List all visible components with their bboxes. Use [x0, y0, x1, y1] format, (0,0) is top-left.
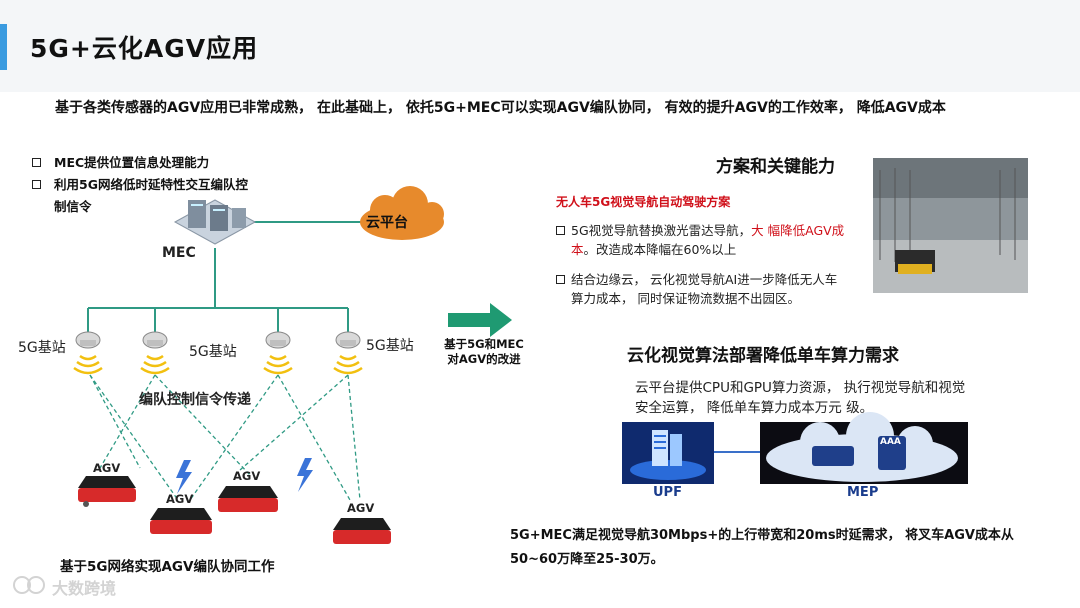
cloud-description: 云平台提供CPU和GPU算力资源， 执行视觉导航和视觉安全运算， 降低单车算力成…	[635, 380, 966, 416]
watermark-text: 大数跨境	[52, 579, 117, 598]
solution-bullet-2: 结合边缘云， 云化视觉导航AI进一步降低无人车算力成本， 同时保证物流数据不出园…	[556, 270, 846, 308]
solution-bullet-2-text: 结合边缘云， 云化视觉导航AI进一步降低无人车算力成本， 同时保证物流数据不出园…	[571, 272, 838, 306]
network-lines	[87, 221, 372, 332]
intro-text: 基于各类传感器的AGV应用已非常成熟， 在此基础上， 依托5G+MEC可以实现A…	[55, 100, 946, 116]
slide-title: 5G+云化AGV应用	[30, 34, 259, 63]
agv-vehicle-icons	[78, 476, 391, 544]
solution-heading: 方案和关键能力	[716, 157, 835, 177]
solution-bullet-1-text-b: 。改造成本降幅在60%以上	[583, 242, 737, 257]
title-bar	[0, 0, 1080, 92]
base-station-label-1: 5G基站	[18, 340, 66, 356]
upf-label: UPF	[653, 485, 682, 500]
left-bullet-text-2: 利用5G网络低时延特性交互编队控制信令	[54, 177, 248, 214]
checkbox-bullet-icon	[556, 275, 565, 284]
diagram-caption: 基于5G网络实现AGV编队协同工作	[60, 559, 275, 575]
left-bullet-list: MEC提供位置信息处理能力 利用5G网络低时延特性交互编队控制信令	[30, 152, 260, 218]
left-bullet-text-1: MEC提供位置信息处理能力	[54, 155, 210, 170]
left-bullet-1: MEC提供位置信息处理能力	[30, 152, 260, 174]
arrow-caption-line1: 基于5G和MEC	[444, 337, 524, 351]
solution-bullet-1-red: 大 幅降低AGV成本	[571, 223, 845, 257]
agv-label-3: AGV	[233, 469, 261, 483]
mec-label: MEC	[162, 245, 196, 261]
left-bullet-2: 利用5G网络低时延特性交互编队控制信令	[30, 174, 260, 218]
checkbox-bullet-icon	[556, 226, 565, 235]
solution-bullet-1: 5G视觉导航替换激光雷达导航，大 幅降低AGV成本。改造成本降幅在60%以上	[556, 221, 846, 259]
cloud-heading: 云化视觉算法部署降低单车算力需求	[627, 346, 899, 366]
aaa-label: AAA	[880, 437, 901, 447]
checkbox-bullet-icon	[32, 180, 41, 189]
lightning-icons	[176, 458, 313, 494]
mep-label: MEP	[847, 485, 879, 500]
base-station-icons	[75, 331, 361, 349]
mec-server-icon	[173, 199, 257, 245]
warehouse-photo	[873, 158, 1028, 293]
signal-wave-icons	[73, 354, 363, 375]
watermark-logo-icon	[13, 576, 45, 594]
improvement-arrow-icon	[448, 303, 512, 337]
signal-label: 编队控制信令传递	[139, 392, 251, 408]
cloud-platform-icon	[360, 186, 444, 240]
agv-label-1: AGV	[93, 461, 121, 475]
agv-label-4: AGV	[347, 501, 375, 515]
mep-cloud-icon	[760, 412, 968, 484]
arrow-caption-line2: 对AGV的改进	[447, 352, 521, 366]
solution-subtitle: 无人车5G视觉导航自动驾驶方案	[556, 195, 731, 209]
base-station-label-2: 5G基站	[189, 344, 237, 360]
agv-label-2: AGV	[166, 492, 194, 506]
checkbox-bullet-icon	[32, 158, 41, 167]
title-accent-bar	[0, 24, 7, 70]
upf-server-icon	[622, 422, 714, 484]
solution-bullet-1-text-a: 5G视觉导航替换激光雷达导航，	[571, 223, 752, 238]
signal-dashed-lines	[89, 374, 361, 501]
bottom-note: 5G+MEC满足视觉导航30Mbps+的上行带宽和20ms时延需求， 将叉车AG…	[510, 528, 1014, 567]
base-station-label-3: 5G基站	[366, 338, 414, 354]
cloud-platform-label: 云平台	[366, 215, 408, 231]
arrow-caption: 基于5G和MEC 对AGV的改进	[436, 337, 532, 367]
